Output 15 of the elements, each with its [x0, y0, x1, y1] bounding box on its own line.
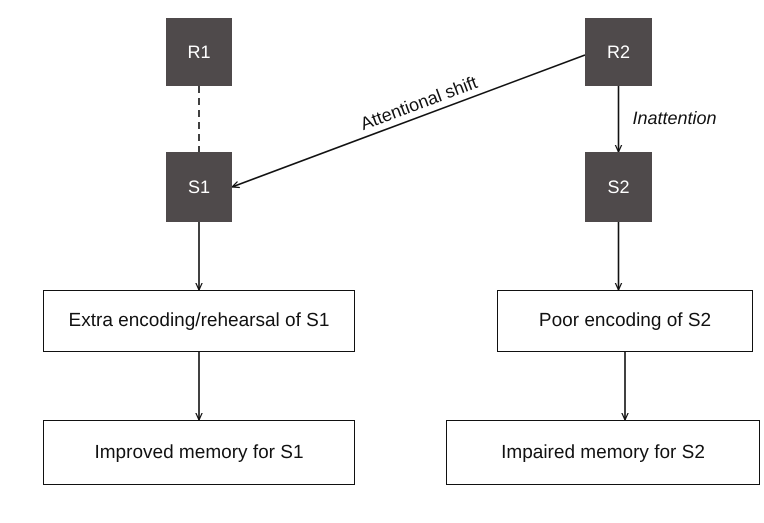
- process-box: Poor encoding of S2: [497, 290, 753, 352]
- dashed-line: [198, 86, 200, 152]
- arrow: [195, 352, 203, 421]
- arrow: [621, 352, 629, 421]
- stimulus-box: R1: [166, 18, 232, 86]
- process-box: Extra encoding/rehearsal of S1: [43, 290, 355, 352]
- arrow: [231, 54, 586, 188]
- stimulus-box: R2: [585, 18, 652, 86]
- process-box: Improved memory for S1: [43, 420, 355, 485]
- arrow: [195, 222, 203, 291]
- stimulus-box: S2: [585, 152, 652, 222]
- arrow: [614, 222, 622, 291]
- process-box: Impaired memory for S2: [446, 420, 760, 485]
- arrow: [614, 86, 622, 153]
- stimulus-box: S1: [166, 152, 232, 222]
